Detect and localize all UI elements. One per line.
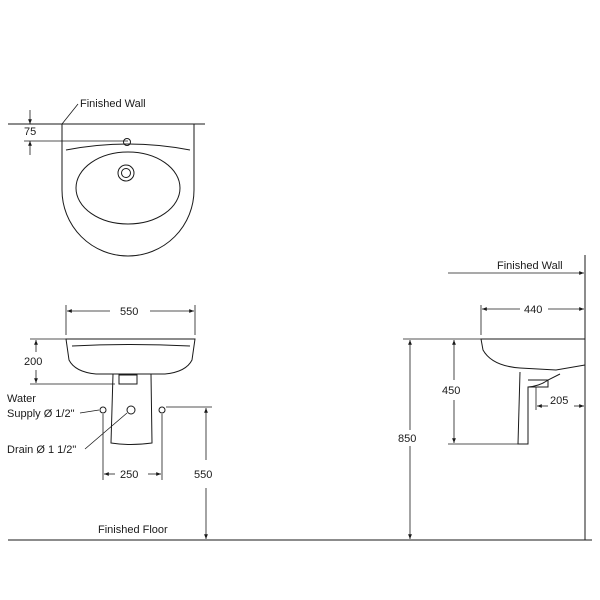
dim-75-label: 75 — [24, 126, 36, 138]
finished-wall-top-label: Finished Wall — [80, 98, 146, 110]
water-supply-leader — [79, 409, 100, 414]
front-pedestal — [110, 373, 153, 445]
side-view: Finished Wall 440 450 850 205 — [398, 255, 586, 540]
water-supply-label-line1: Water — [7, 393, 36, 405]
top-view: 75 Finished Wall — [8, 98, 205, 257]
dim-850-label: 850 — [398, 433, 416, 445]
dim-200-label: 200 — [24, 356, 42, 368]
finished-wall-top-leader — [61, 103, 79, 125]
finished-floor-label: Finished Floor — [98, 524, 168, 536]
dim-550-front-label: 550 — [120, 306, 138, 318]
water-supply-label-line2: Supply Ø 1/2" — [7, 408, 75, 420]
top-drain-outer — [117, 164, 135, 182]
water-supply-right — [158, 406, 166, 414]
water-supply-left — [99, 406, 107, 414]
top-drain-inner — [121, 168, 131, 178]
dim-440-label: 440 — [524, 304, 542, 316]
top-tap-hole — [123, 138, 131, 146]
dim-450-label: 450 — [442, 385, 460, 397]
dim-550h-label: 550 — [194, 469, 212, 481]
front-basin-rim — [71, 344, 191, 347]
dim-250-label: 250 — [120, 469, 138, 481]
side-basin — [480, 338, 586, 371]
dim-205-label: 205 — [550, 395, 568, 407]
side-pedestal — [517, 371, 561, 445]
top-bowl — [75, 151, 181, 225]
front-trap-box — [118, 374, 138, 385]
finished-wall-right-label: Finished Wall — [497, 260, 563, 272]
drain-leader — [84, 412, 128, 450]
side-trap — [528, 379, 549, 388]
front-basin — [65, 338, 196, 375]
front-view: 550 200 250 550 Water Supply Ø 1/2" Drai… — [7, 305, 212, 539]
drain-label: Drain Ø 1 1/2" — [7, 444, 76, 456]
drain-symbol — [126, 405, 136, 415]
top-basin-rim — [65, 143, 191, 151]
top-basin-outline — [61, 124, 195, 257]
